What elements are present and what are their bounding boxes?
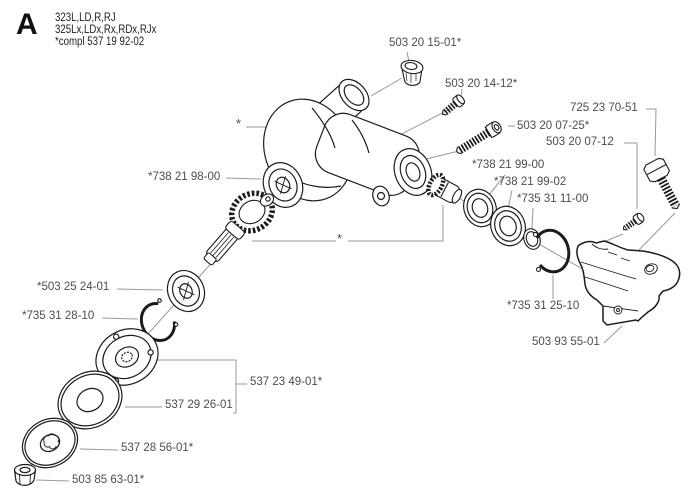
guard-plate-drawing (576, 240, 681, 326)
crown-gear-drawing (228, 190, 276, 234)
pinion-bearing-inner-drawing (463, 188, 497, 228)
compl-note: *compl 537 19 92-02 (55, 36, 145, 48)
part-label-pinion-bearing-outer: *738 21 99-02 (494, 176, 567, 188)
compl-marker-housing: * (236, 116, 242, 131)
support-washer-drawing (57, 370, 123, 430)
part-label-guard-bolt: 725 23 70-51 (570, 102, 638, 114)
guard-bolt-drawing (643, 157, 681, 210)
part-label-guard-plate: 503 93 55-01 (532, 336, 600, 348)
part-label-support-kit: 537 23 49-01* (250, 376, 323, 388)
pinion-snap-ring-drawing (532, 228, 571, 274)
part-label-filler-plug: 503 20 15-01* (389, 37, 462, 49)
housing-screw-drawing (456, 121, 502, 155)
part-label-output-bearing: *503 25 24-01 (37, 281, 110, 293)
part-label-support-washer: 537 29 26-01 (165, 399, 233, 411)
gear-housing-drawing (263, 78, 433, 207)
part-label-pinion-snap-ring: *735 31 25-10 (507, 300, 580, 312)
lock-nut-drawing (13, 463, 37, 486)
part-label-upper-bearing: *738 21 98-00 (148, 171, 221, 183)
part-label-clamp-bolt: 503 20 14-12* (445, 78, 518, 90)
part-label-pinion-washer: *735 31 11-00 (517, 193, 589, 205)
model-line-1: 323L,LD,R,RJ (55, 12, 116, 24)
guard-screw-drawing (622, 212, 645, 231)
filler-plug-drawing (400, 59, 424, 86)
clamp-bolt-drawing (442, 94, 466, 116)
part-label-support-cup: 537 28 56-01* (121, 442, 194, 454)
pinion-bearing-outer-drawing (490, 205, 526, 247)
support-cup-drawing (21, 417, 79, 469)
part-label-output-snap-ring: *735 31 28-10 (22, 310, 95, 322)
output-bearing-drawing (166, 269, 206, 313)
part-label-guard-screw: 503 20 07-12 (546, 136, 614, 148)
section-letter: A (16, 8, 38, 41)
model-line-2: 325Lx,LDx,Rx,RDx,RJx (55, 24, 157, 36)
compl-marker-gearset: * (337, 231, 343, 246)
model-list: 323L,LD,R,RJ 325Lx,LDx,Rx,RDx,RJx *compl… (55, 12, 156, 48)
part-label-housing-screw: 503 20 07-25* (517, 120, 590, 132)
part-label-pinion-bearing-inner: *738 21 99-00 (472, 159, 545, 171)
pinion-gear-drawing (426, 172, 463, 204)
leader-lines (35, 51, 676, 482)
output-shaft-drawing (203, 220, 245, 266)
part-label-lock-nut: 503 85 63-01* (72, 474, 145, 486)
